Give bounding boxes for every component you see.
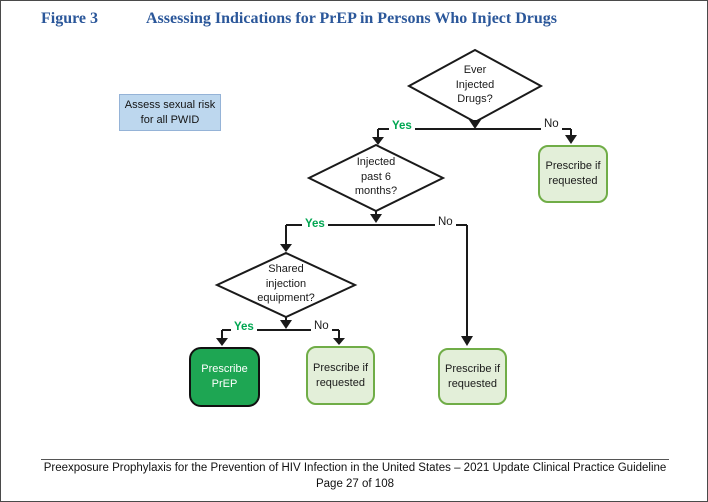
edge-label-yes-level2: Yes xyxy=(302,218,328,231)
outcome-prescribe-if-requested-middle: Prescribe if requested xyxy=(306,346,375,405)
arrowhead-to-box-top-right xyxy=(565,135,577,144)
arrowhead-level2-junction xyxy=(370,214,382,223)
outcome-prescribe-if-requested-top: Prescribe if requested xyxy=(538,145,608,203)
edge-label-yes-level1: Yes xyxy=(389,120,415,133)
arrowhead-to-box-middle xyxy=(333,338,345,345)
figure-title: Assessing Indications for PrEP in Person… xyxy=(146,10,557,27)
outcome-text: Prescribe if requested xyxy=(444,362,501,390)
footer-page-number: Page 27 of 108 xyxy=(315,478,394,490)
footer-divider xyxy=(41,459,669,460)
note-text: Assess sexual risk for all PWID xyxy=(124,99,216,126)
footer-guideline-title: Preexposure Prophylaxis for the Preventi… xyxy=(43,462,667,474)
outcome-prescribe-if-requested-right: Prescribe if requested xyxy=(438,348,507,405)
decision-text-ever-injected: Ever Injected Drugs? xyxy=(455,64,495,106)
edge-label-yes-level3: Yes xyxy=(231,321,257,334)
decision-text-injected-past-6-months: Injected past 6 months? xyxy=(354,156,398,198)
figure-label: Figure 3 xyxy=(41,10,99,27)
arrowhead-level1-junction xyxy=(469,120,481,129)
outcome-text: Prescribe PrEP xyxy=(201,363,248,390)
edge-label-no-level2: No xyxy=(435,216,456,229)
outcome-text: Prescribe if requested xyxy=(545,160,601,187)
outcome-text: Prescribe if requested xyxy=(312,361,369,389)
edge-label-no-level3: No xyxy=(311,320,332,333)
decision-text-shared-equipment: Shared injection equipment? xyxy=(257,263,315,305)
arrowhead-level3-junction xyxy=(280,320,292,329)
assess-sexual-risk-note: Assess sexual risk for all PWID xyxy=(119,94,221,131)
outcome-prescribe-prep: Prescribe PrEP xyxy=(189,347,260,407)
arrowhead-to-diamond3 xyxy=(280,244,292,252)
arrowhead-to-diamond2 xyxy=(372,137,384,145)
arrowhead-to-box-right xyxy=(461,336,473,346)
edge-label-no-level1: No xyxy=(541,118,562,131)
arrowhead-to-prescribe-prep xyxy=(216,338,228,346)
